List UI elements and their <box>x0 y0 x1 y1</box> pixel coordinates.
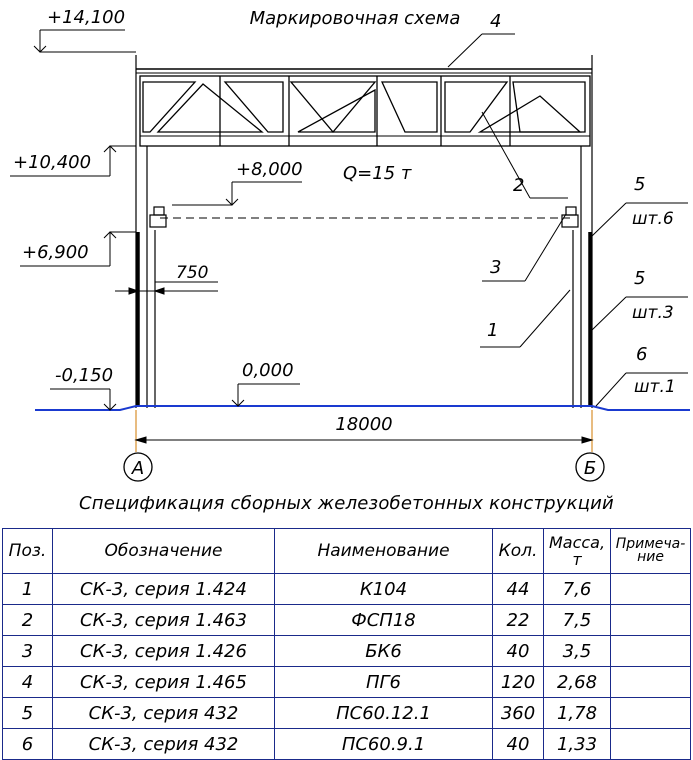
cell-mass: 7,6 <box>543 573 611 605</box>
cell-name: ФСП18 <box>274 604 493 636</box>
callout-1: 1 <box>487 320 498 341</box>
spec-table: Поз. Обозначение Наименование Кол. Масса… <box>2 528 691 760</box>
cell-pos: 3 <box>2 635 53 667</box>
cell-note <box>610 728 691 760</box>
spec-header-row: Поз. Обозначение Наименование Кол. Масса… <box>2 528 691 574</box>
level-floor: 0,000 <box>242 360 294 381</box>
cell-mass: 2,68 <box>543 666 611 698</box>
level-marks <box>10 29 302 411</box>
cell-designation: СК-3, серия 432 <box>52 697 275 729</box>
level-top: +14,100 <box>47 7 125 28</box>
cell-designation: СК-3, серия 1.463 <box>52 604 275 636</box>
cell-qty: 360 <box>492 697 544 729</box>
cell-qty: 44 <box>492 573 544 605</box>
spec-title: Спецификация сборных железобетонных конс… <box>79 493 614 514</box>
callout-5a-note: шт.6 <box>632 209 674 229</box>
marking-scheme-drawing: Маркировочная схема <box>10 7 690 482</box>
cell-pos: 2 <box>2 604 53 636</box>
header-mass-line2: т <box>572 550 582 569</box>
cell-name: ПГ6 <box>274 666 493 698</box>
cell-pos: 1 <box>2 573 53 605</box>
cell-designation: СК-3, серия 1.424 <box>52 573 275 605</box>
cell-pos: 4 <box>2 666 53 698</box>
header-qty: Кол. <box>492 528 544 574</box>
header-note-line1: Примеча- <box>615 536 686 552</box>
cell-note <box>610 635 691 667</box>
callout-5b: 5 <box>634 268 645 289</box>
cell-name: ПС60.12.1 <box>274 697 493 729</box>
crane-beams <box>149 206 579 228</box>
callout-2: 2 <box>513 175 524 196</box>
cell-designation: СК-3, серия 432 <box>52 728 275 760</box>
cell-note <box>610 697 691 729</box>
level-eave: +10,400 <box>13 152 91 173</box>
building-frame <box>135 55 593 408</box>
callout-4: 4 <box>490 11 501 32</box>
cell-designation: СК-3, серия 1.426 <box>52 635 275 667</box>
level-outside: -0,150 <box>55 365 113 386</box>
drawing-title: Маркировочная схема <box>250 8 461 29</box>
roof-truss <box>139 75 591 147</box>
cell-pos: 6 <box>2 728 53 760</box>
cell-qty: 120 <box>492 666 544 698</box>
axis-lines <box>135 410 593 452</box>
callout-6: 6 <box>636 344 647 365</box>
callout-5b-note: шт.3 <box>632 303 674 323</box>
roof-slabs <box>136 68 592 77</box>
header-mass-line1: Масса, <box>548 533 606 552</box>
level-crane: +8,000 <box>236 159 303 180</box>
header-pos: Поз. <box>2 528 53 574</box>
header-name: Наименование <box>274 528 493 574</box>
cell-mass: 3,5 <box>543 635 611 667</box>
span-dim-label: 18000 <box>335 414 392 435</box>
cell-note <box>610 666 691 698</box>
crane-load: Q=15 т <box>343 163 412 184</box>
callout-6-note: шт.1 <box>634 377 676 397</box>
cell-pos: 5 <box>2 697 53 729</box>
callout-5a: 5 <box>634 174 645 195</box>
cell-note <box>610 573 691 605</box>
cell-qty: 40 <box>492 635 544 667</box>
level-wall-top: +6,900 <box>22 242 89 263</box>
offset-dimension <box>115 281 218 295</box>
axis-label-b: Б <box>584 458 596 479</box>
header-mass: Масса, т <box>543 528 611 574</box>
header-note-line2: ние <box>637 549 664 565</box>
callout-leaders <box>447 33 688 407</box>
cell-qty: 40 <box>492 728 544 760</box>
cell-name: ПС60.9.1 <box>274 728 493 760</box>
cell-qty: 22 <box>492 604 544 636</box>
axis-marker-a: А <box>123 452 153 482</box>
span-dimension <box>134 436 594 444</box>
axis-marker-b: Б <box>575 452 605 482</box>
axis-label-a: А <box>131 458 144 479</box>
ground-line <box>35 405 690 411</box>
header-designation: Обозначение <box>52 528 275 574</box>
cell-name: БК6 <box>274 635 493 667</box>
cell-mass: 1,33 <box>543 728 611 760</box>
offset-dim-label: 750 <box>176 263 208 283</box>
cell-mass: 1,78 <box>543 697 611 729</box>
cell-name: К104 <box>274 573 493 605</box>
cell-designation: СК-3, серия 1.465 <box>52 666 275 698</box>
header-note: Примеча- ние <box>610 528 691 574</box>
callout-3: 3 <box>490 257 501 278</box>
cell-note <box>610 604 691 636</box>
cell-mass: 7,5 <box>543 604 611 636</box>
